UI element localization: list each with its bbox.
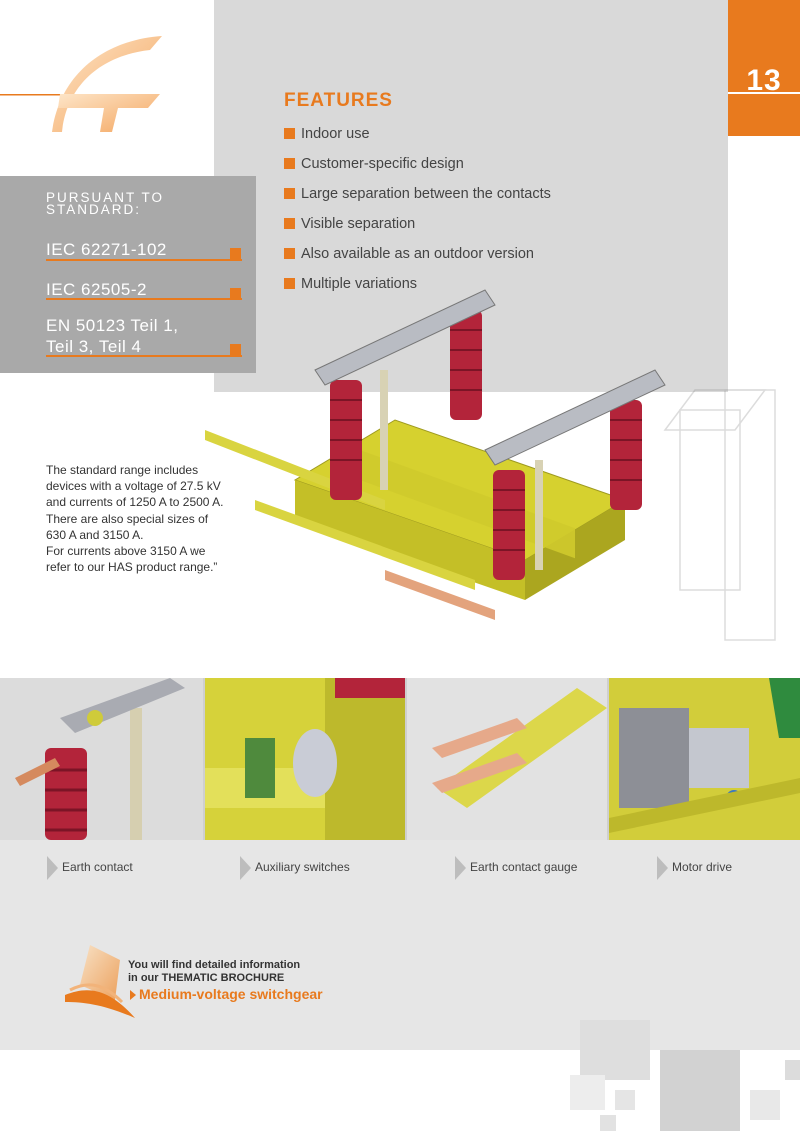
bullet-square-icon — [284, 128, 295, 139]
brochure-book-icon — [65, 945, 135, 1018]
bullet-square-icon — [284, 188, 295, 199]
caption-arrow-icon — [455, 856, 466, 880]
brochure-link[interactable]: Medium-voltage switchgear — [139, 986, 323, 1002]
feature-item: Multiple variations — [284, 274, 417, 294]
auxiliary-switches-photo-icon — [205, 678, 405, 840]
brand-logo-icon — [0, 36, 162, 132]
link-arrow-icon — [130, 990, 136, 1000]
standard-rule — [46, 259, 242, 261]
bullet-square-icon — [284, 218, 295, 229]
bullet-square-icon — [230, 248, 241, 259]
range-description: The standard range includes devices with… — [46, 463, 224, 575]
caption-arrow-icon — [240, 856, 251, 880]
brochure-info: You will find detailed information — [128, 959, 301, 971]
caption-arrow-icon — [47, 856, 58, 880]
standard-item: EN 50123 Teil 1, — [46, 316, 179, 335]
feature-item: Indoor use — [284, 124, 370, 144]
disconnector-switch-illustration-icon — [205, 289, 776, 641]
feature-item: Also available as an outdoor version — [284, 244, 534, 264]
features-title: FEATURES — [284, 90, 393, 111]
motor-drive-photo-icon — [609, 678, 800, 840]
standard-rule — [46, 355, 242, 357]
standards-heading: PURSUANT TO STANDARD: — [46, 190, 165, 217]
bullet-square-icon — [284, 278, 295, 289]
feature-item: Customer-specific design — [284, 154, 464, 174]
standard-item: IEC 62271-102 — [46, 240, 167, 259]
bullet-square-icon — [230, 344, 241, 355]
earth-contact-photo-icon — [0, 678, 203, 840]
earth-contact-gauge-photo-icon — [407, 678, 607, 840]
page-number-tab — [728, 0, 800, 136]
feature-item: Large separation between the contacts — [284, 184, 551, 204]
standard-item: Teil 3, Teil 4 — [46, 337, 142, 356]
standard-item: IEC 62505-2 — [46, 280, 147, 299]
bullet-square-icon — [230, 288, 241, 299]
brochure-info: in our THEMATIC BROCHURE — [128, 972, 285, 984]
feature-item: Visible separation — [284, 214, 415, 234]
page-number: 13 — [746, 64, 782, 97]
standard-rule — [46, 298, 242, 300]
standards-panel — [0, 176, 256, 373]
bullet-square-icon — [284, 248, 295, 259]
bullet-square-icon — [284, 158, 295, 169]
page-number-rule — [728, 92, 800, 94]
caption-arrow-icon — [657, 856, 668, 880]
decorative-squares — [570, 1020, 800, 1131]
